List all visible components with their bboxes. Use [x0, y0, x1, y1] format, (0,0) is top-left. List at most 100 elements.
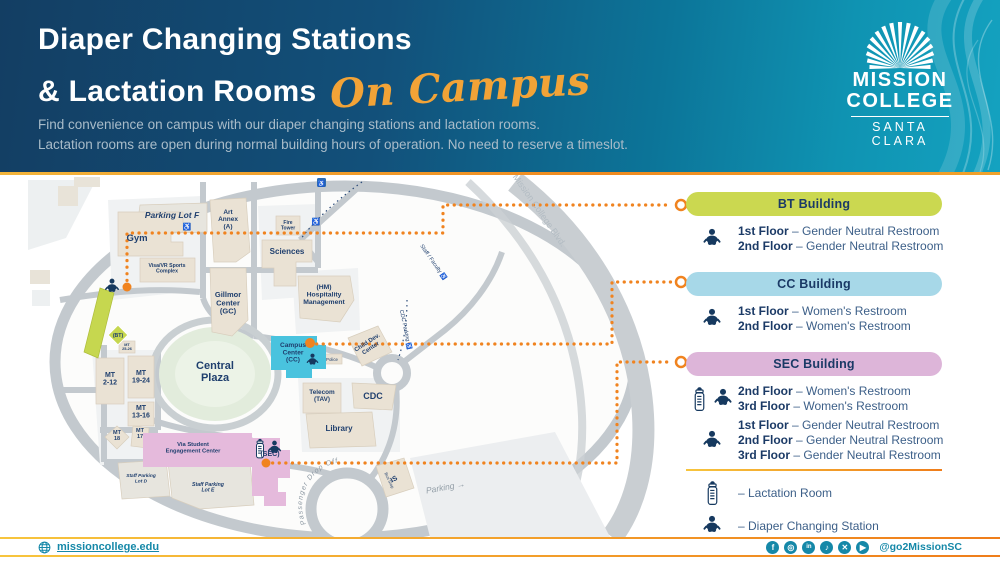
globe-icon — [38, 541, 51, 553]
title-script: On Campus — [329, 57, 592, 118]
floor-row: 1st Floor – Gender Neutral Restroom — [738, 224, 940, 238]
social-facebook-icon[interactable]: f — [766, 540, 780, 554]
map-label: Gym — [126, 233, 147, 244]
info-panels: BT Building 1st Floor – Gender Neutral R… — [686, 192, 944, 537]
social-handle: @go2MissionSC — [879, 541, 962, 553]
map-label: Telecom(TAV) — [309, 389, 335, 403]
floor-row: 2nd Floor – Gender Neutral Restroom — [738, 239, 944, 253]
subtitle-line2: Lactation rooms are open during normal b… — [38, 137, 628, 152]
subtitle-line1: Find convenience on campus with our diap… — [38, 117, 541, 132]
mission-college-logo: MISSION COLLEGE SANTA CLARA — [845, 12, 955, 148]
map-label: ♿ — [183, 222, 192, 231]
page-title: Diaper Changing Stations & Lactation Roo… — [38, 16, 592, 118]
map-label: Parking Lot F — [145, 210, 200, 220]
diaper-map-icon — [267, 440, 282, 454]
floor-row: 3rd Floor – Women's Restroom — [738, 399, 909, 413]
logo-subname: SANTA CLARA — [871, 120, 929, 148]
social-icons: f ◎ in ♪ ✕ ▶ @go2MissionSC — [766, 540, 962, 554]
footer-bar: missioncollege.edu f ◎ in ♪ ✕ ▶ @go2MissionSC — [0, 537, 1000, 557]
map-label: ♿ — [312, 217, 321, 226]
map-label: (SEC) — [260, 451, 279, 458]
title-line2: & Lactation Rooms — [38, 75, 317, 108]
website-label: missioncollege.edu — [57, 541, 160, 553]
social-x-icon[interactable]: ✕ — [838, 540, 852, 554]
legend-row: – Diaper Changing Station — [686, 515, 942, 537]
perimeter-road — [508, 173, 655, 544]
website-link[interactable]: missioncollege.edu — [38, 541, 159, 554]
header-banner: Diaper Changing Stations & Lactation Roo… — [0, 0, 1000, 172]
drop-off-loop — [305, 467, 389, 551]
logo-rays-icon — [865, 22, 935, 70]
panel-sec-header: SEC Building — [686, 352, 942, 376]
social-youtube-icon[interactable]: ▶ — [856, 540, 870, 554]
map-label: CDC — [363, 391, 383, 401]
diaper-icon — [713, 388, 732, 405]
diaper-icon — [703, 308, 721, 325]
floor-row: 3rd Floor – Gender Neutral Restroom — [738, 448, 941, 462]
diaper-map-icon — [306, 353, 319, 365]
parking-area — [410, 432, 610, 537]
map-station-icons — [105, 278, 319, 459]
sec-building-main — [143, 433, 252, 467]
logo-name2: COLLEGE — [846, 90, 954, 112]
map-label: Bus Stop — [384, 472, 396, 490]
floor-row: 1st Floor – Gender Neutral Restroom — [738, 418, 940, 432]
map-label: IS — [390, 475, 400, 485]
social-tiktok-icon[interactable]: ♪ — [820, 540, 834, 554]
subtitle: Find convenience on campus with our diap… — [38, 115, 628, 155]
svg-text:♿: ♿ — [318, 180, 326, 188]
floor-row: 2nd Floor – Gender Neutral Restroom — [738, 433, 944, 447]
map-label: Sciences — [270, 247, 305, 256]
floor-row: 2nd Floor – Women's Restroom — [738, 319, 911, 333]
floor-row: 2nd Floor – Women's Restroom — [738, 384, 911, 398]
legend-divider — [686, 469, 942, 471]
diaper-icon — [703, 430, 721, 447]
map-label: Library — [325, 424, 353, 433]
bottle-map-icon — [256, 438, 264, 459]
panel-cc-header: CC Building — [686, 272, 942, 296]
ada-marker — [317, 178, 326, 187]
map-label: Police — [326, 357, 339, 362]
diaper-map-icon — [105, 278, 119, 292]
map-label: (BT) — [113, 333, 124, 339]
panel-bt-header: BT Building — [686, 192, 942, 216]
bottle-icon — [707, 481, 717, 505]
diaper-icon — [703, 515, 721, 532]
social-linkedin-icon[interactable]: in — [802, 540, 816, 554]
diaper-icon — [703, 228, 721, 245]
connector-lines — [125, 203, 674, 465]
buildings — [95, 197, 415, 510]
floor-row: 1st Floor – Women's Restroom — [738, 304, 907, 318]
header-divider — [0, 172, 1000, 175]
wave-decoration — [927, 0, 994, 172]
legend-row: – Lactation Room — [686, 480, 942, 506]
logo-rule — [851, 116, 949, 117]
social-instagram-icon[interactable]: ◎ — [784, 540, 798, 554]
title-line1: Diaper Changing Stations — [38, 23, 412, 56]
campus-roads — [56, 181, 505, 491]
bottle-icon — [694, 387, 704, 411]
logo-name1: MISSION — [852, 69, 948, 91]
